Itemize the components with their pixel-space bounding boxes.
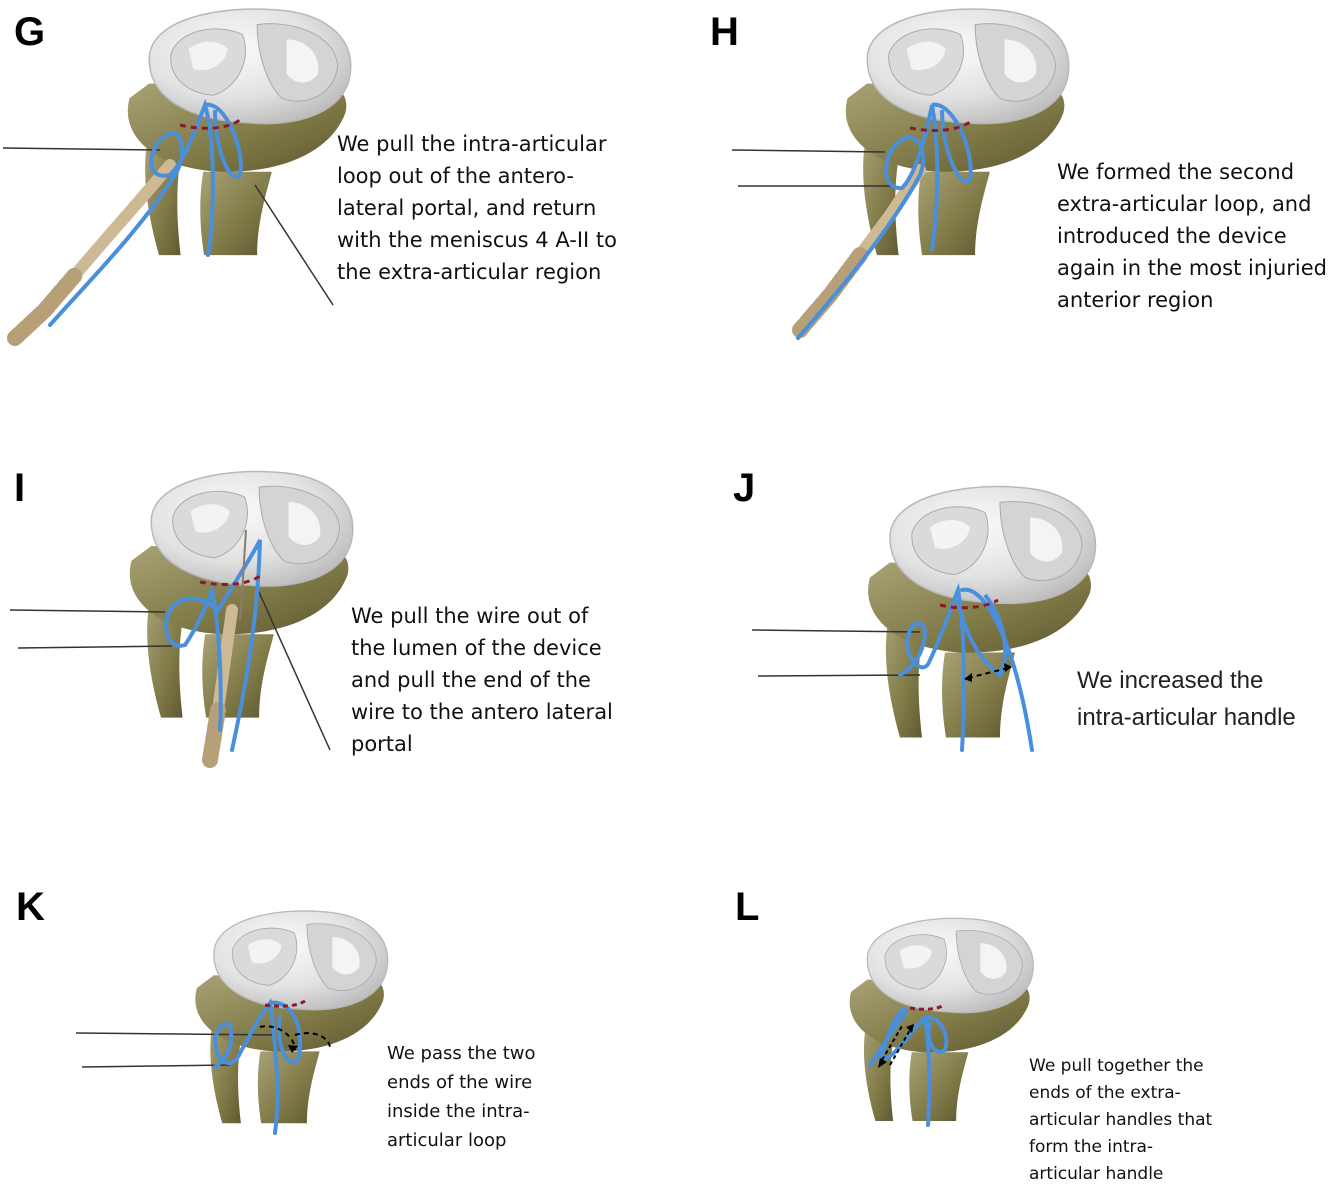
knee-illustration [0,0,340,345]
panel-letter: K [16,887,45,927]
panel-caption: We pull the wire out of the lumen of the… [351,600,651,760]
knee-illustration [720,0,1060,345]
panel-caption: We pull together the ends of the extra- … [1029,1053,1239,1188]
knee-illustration [0,460,340,765]
panel-caption: We pull the intra-articular loop out of … [337,128,647,288]
panel-caption: We increased the intra-articular handle [1077,662,1337,736]
knee-illustration [70,895,390,1140]
panel-letter: L [735,887,759,927]
panel-caption: We pass the two ends of the wire inside … [387,1039,607,1155]
knee-illustration [830,910,1050,1135]
panel-caption: We formed the second extra-articular loo… [1057,156,1337,316]
knee-illustration [740,460,1060,770]
